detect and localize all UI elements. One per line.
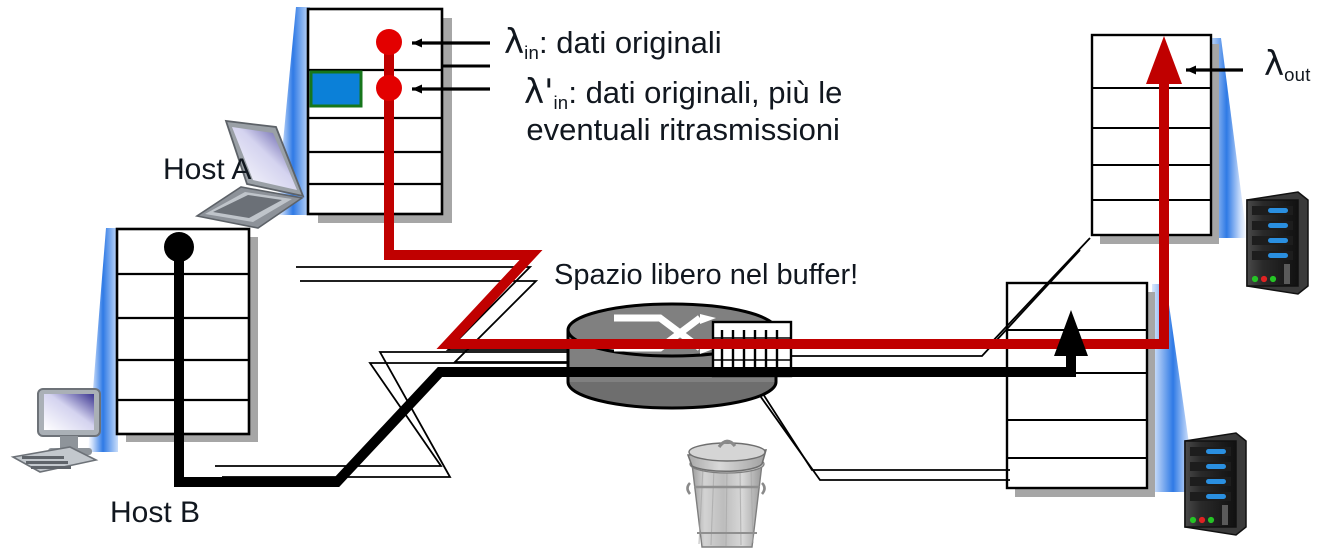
- lambda-in-prime-description-line1: : dati originali, più le: [568, 75, 843, 110]
- host-b-label: Host B: [110, 496, 201, 529]
- arrowhead-red-out: [1146, 36, 1182, 84]
- lambda-symbol: λ: [504, 22, 525, 62]
- endpoint-dot-host-b: [164, 232, 194, 262]
- packet-blue: [309, 70, 363, 108]
- server-tower-icon: [1246, 191, 1309, 295]
- lambda-in-label: λin: dati originali: [504, 22, 722, 63]
- protocol-stack-host-a: [276, 7, 452, 223]
- host-a-label: Host A: [163, 153, 252, 186]
- laptop-computer-icon: [194, 119, 305, 229]
- lambda-out-label: λout: [1264, 44, 1311, 85]
- endpoint-dot-lambda-in-prime: [376, 75, 402, 101]
- lambda-symbol: λ: [1264, 44, 1285, 84]
- data-path-red: [384, 42, 1169, 349]
- protocol-stack-receiver-bottom: [1005, 281, 1196, 497]
- lambda-in-description: : dati originali: [539, 25, 722, 60]
- data-path-black: [174, 250, 1076, 487]
- annotation-pointers: [412, 38, 1243, 94]
- protocol-stack-host-b: [88, 227, 258, 452]
- arrowhead-black-in: [1054, 310, 1088, 356]
- buffer-note-label: Spazio libero nel buffer!: [554, 259, 859, 291]
- lambda-out-subscript: out: [1284, 63, 1311, 85]
- lambda-in-subscript: in: [524, 41, 539, 63]
- lambda-in-prime-description-line2: eventuali ritrasmissioni: [526, 112, 840, 148]
- router-icon: [566, 302, 793, 410]
- lambda-in-prime-subscript: in: [553, 91, 569, 113]
- lambda-prime-symbol: λ': [524, 72, 554, 112]
- server-tower-icon: [1184, 432, 1247, 536]
- desktop-computer-icon: [10, 388, 101, 473]
- trash-can-icon: [686, 439, 768, 548]
- endpoint-dot-lambda-in: [376, 29, 402, 55]
- lambda-in-prime-label: λ'in: dati originali, più le eventuali r…: [524, 72, 842, 149]
